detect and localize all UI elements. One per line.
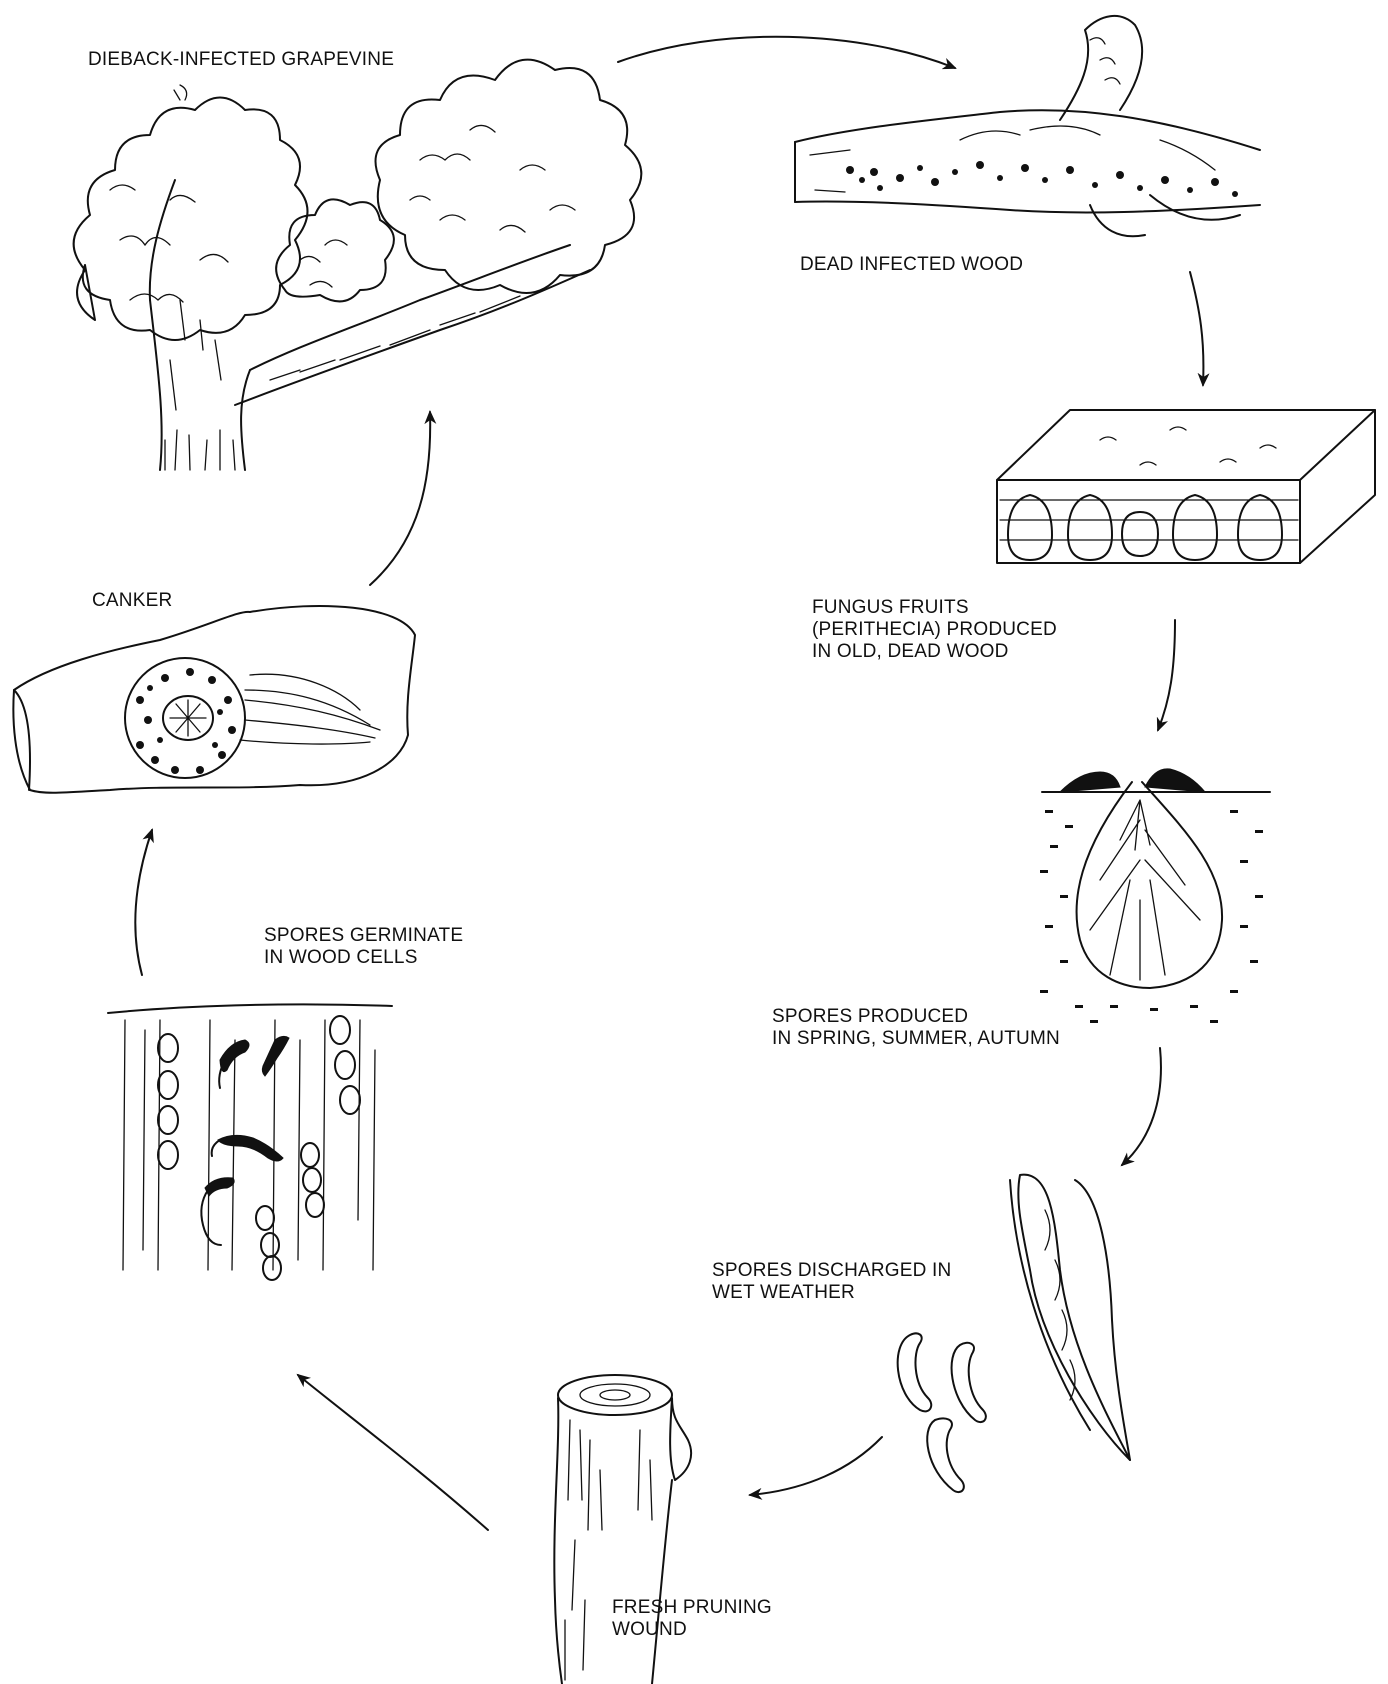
- label-dead-infected-wood: DEAD INFECTED WOOD: [800, 254, 1023, 276]
- arrow-section-to-ascus: [1122, 1048, 1161, 1165]
- label-line: CANKER: [92, 590, 172, 612]
- arrow-deadwood-to-block: [1190, 272, 1203, 385]
- cycle-arrows: [135, 37, 1203, 1530]
- ascus-spores-illustration: [898, 1175, 1130, 1492]
- label-line: DEAD INFECTED WOOD: [800, 254, 1023, 276]
- label-fungus-fruits: FUNGUS FRUITS (PERITHECIA) PRODUCED IN O…: [812, 597, 1057, 663]
- label-line: IN WOOD CELLS: [264, 947, 463, 969]
- dead-wood-illustration: [795, 16, 1260, 236]
- label-line: (PERITHECIA) PRODUCED: [812, 619, 1057, 641]
- arrow-ascus-to-wound: [750, 1437, 882, 1495]
- label-spores-discharged: SPORES DISCHARGED IN WET WEATHER: [712, 1260, 951, 1304]
- label-line: WOUND: [612, 1619, 772, 1641]
- label-dieback-grapevine: DIEBACK-INFECTED GRAPEVINE: [88, 49, 394, 71]
- label-fresh-pruning-wound: FRESH PRUNING WOUND: [612, 1597, 772, 1641]
- label-line: FUNGUS FRUITS: [812, 597, 1057, 619]
- label-line: SPORES GERMINATE: [264, 925, 463, 947]
- label-line: FRESH PRUNING: [612, 1597, 772, 1619]
- arrow-wound-to-cells: [298, 1375, 488, 1530]
- label-line: SPORES PRODUCED: [772, 1006, 1060, 1028]
- arrow-cells-to-canker: [135, 830, 152, 975]
- label-line: IN SPRING, SUMMER, AUTUMN: [772, 1028, 1060, 1050]
- label-line: SPORES DISCHARGED IN: [712, 1260, 951, 1282]
- label-canker: CANKER: [92, 590, 172, 612]
- arrow-block-to-section: [1158, 620, 1175, 730]
- label-line: WET WEATHER: [712, 1282, 951, 1304]
- perithecia-block-illustration: [997, 410, 1375, 563]
- label-line: DIEBACK-INFECTED GRAPEVINE: [88, 49, 394, 71]
- canker-illustration: [13, 606, 415, 793]
- label-spores-germinate: SPORES GERMINATE IN WOOD CELLS: [264, 925, 463, 969]
- arrow-canker-to-vine: [370, 412, 430, 585]
- arrow-vine-to-deadwood: [618, 37, 955, 68]
- perithecium-section-illustration: [1040, 769, 1270, 1023]
- grapevine-illustration: [74, 60, 642, 470]
- label-spores-produced: SPORES PRODUCED IN SPRING, SUMMER, AUTUM…: [772, 1006, 1060, 1050]
- wood-cells-illustration: [108, 1004, 392, 1280]
- label-line: IN OLD, DEAD WOOD: [812, 641, 1057, 663]
